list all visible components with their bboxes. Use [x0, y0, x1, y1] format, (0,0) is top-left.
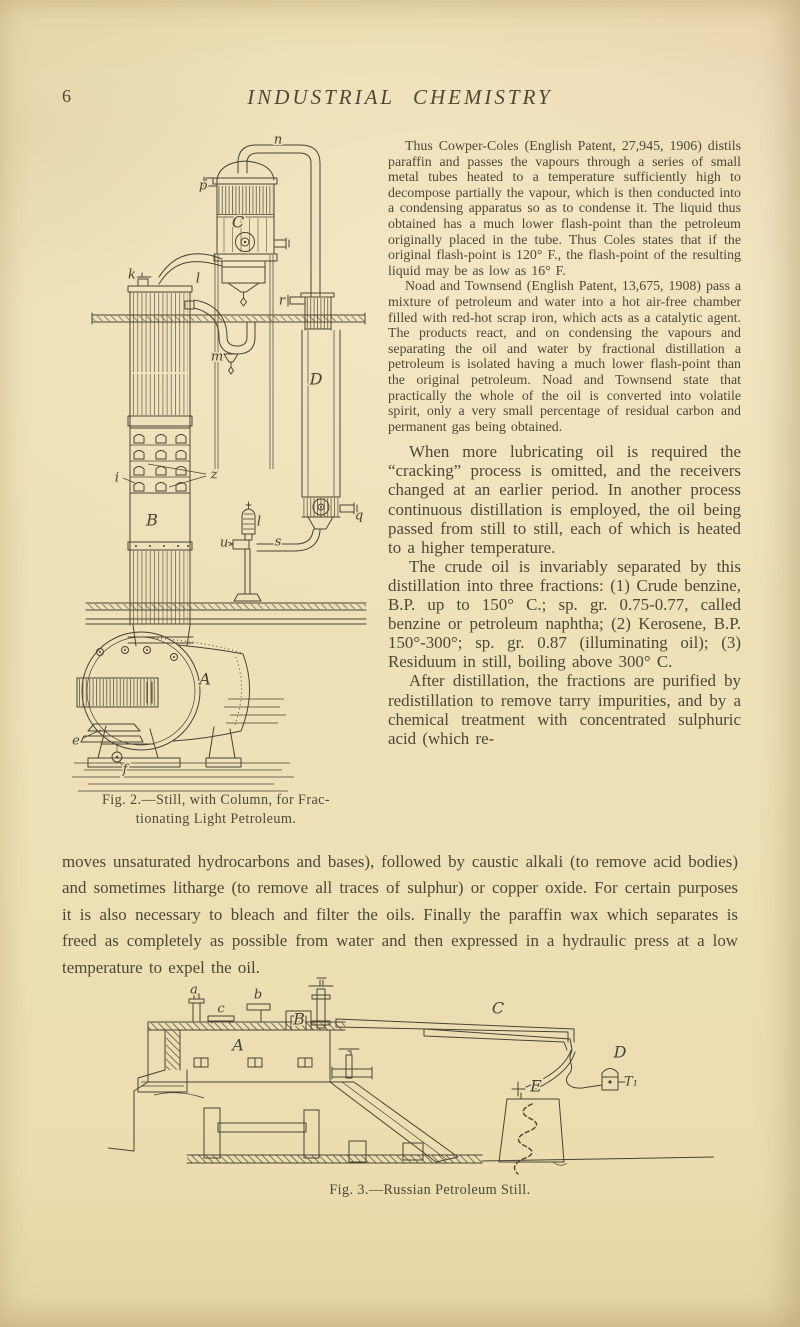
body-text-column: Thus Cowper-Coles (English Patent, 27,94… [388, 139, 741, 748]
figure-part-label: l [257, 515, 261, 530]
figure-part-label: D [613, 1043, 627, 1062]
figure-part-label: T₁ [624, 1075, 638, 1090]
fig2-s-pipe [257, 529, 320, 551]
fig2-condenser [204, 161, 289, 261]
fig3-condenser-box-e [499, 1099, 567, 1174]
figure2-caption: Fig. 2.—Still, with Column, for Frac- ti… [60, 791, 372, 829]
figure-part-label: f [122, 763, 130, 778]
figure-part-label: c [217, 1002, 225, 1017]
figure-part-label: s [275, 535, 282, 550]
fig2-column-k [128, 273, 194, 373]
figure-part-label: C [492, 999, 504, 1018]
fig3-furnace-interior [108, 1082, 714, 1163]
fig2-u-pipe-m [194, 300, 255, 374]
figure-part-label: e [72, 734, 80, 749]
figure-part-label: b [254, 988, 262, 1003]
page-header-title: INDUSTRIAL CHEMISTRY [247, 85, 553, 109]
fig2-lamp [225, 502, 261, 601]
fig2-swan-neck-pipe [159, 254, 222, 284]
fig2-still-a [72, 632, 294, 791]
figure3-illustration: a c bB A C D E T₁ [108, 965, 714, 1177]
figure-part-label: B [145, 511, 158, 530]
paragraph-purification: After distillation, the fractions are pu… [388, 671, 741, 748]
figure-part-label: i [115, 471, 119, 486]
fig3-device-d [567, 1051, 625, 1090]
fig2-floor-lines [86, 603, 366, 624]
figure-part-label: m [211, 350, 223, 365]
figure-part-label: C [232, 213, 244, 232]
paragraph-fractions: The crude oil is invariably separated by… [388, 556, 741, 672]
fig3-right-valve [332, 1049, 372, 1079]
figure-part-label: l [196, 272, 200, 287]
fig2-pipe-d [301, 293, 357, 529]
figure-part-label: D [309, 370, 323, 389]
figure-part-label: k [128, 268, 136, 283]
figure2-caption-line1: Fig. 2.—Still, with Column, for Frac- [101, 792, 330, 808]
body-text-fullwidth: moves unsaturated hydrocarbons and bases… [62, 852, 738, 977]
fig2-receiver [222, 261, 265, 306]
fig2-leader-lines [123, 464, 206, 487]
figure3-caption: Fig. 3.—Russian Petroleum Still. [329, 1182, 531, 1198]
figure-part-label: z [210, 468, 218, 483]
fig3-top-fittings [189, 978, 333, 1029]
figure-part-label: a [190, 983, 198, 998]
figure2-illustration: n pCk l r mDq i zBl u sAe f [71, 133, 376, 795]
figure-part-label: B [292, 1010, 305, 1029]
fig3-platform [148, 1022, 345, 1030]
fig2-arch-pipe [238, 145, 320, 296]
figure-part-label: A [230, 1036, 244, 1055]
figure-part-label: q [355, 509, 363, 524]
figure-labels: a c bB A C D E T₁ [189, 981, 640, 1097]
figure2-caption-line2: tionating Light Petroleum. [135, 811, 297, 827]
figure-part-label: A [197, 670, 211, 689]
figure-part-label: u [220, 536, 228, 551]
fig3-vapour-pipe-c [336, 1019, 574, 1050]
figure-part-label: E [529, 1077, 542, 1096]
figure-part-label: n [274, 133, 282, 148]
fig2-column-b [128, 373, 193, 646]
paragraph-noad-townsend: Noad and Townsend (English Patent, 13,67… [388, 279, 742, 435]
paragraph-cracking: When more lubricating oil is required th… [388, 442, 741, 557]
fig3-curved-pipe [512, 1050, 575, 1099]
paragraph-cowper-coles: Thus Cowper-Coles (English Patent, 27,94… [388, 139, 741, 279]
page-number: 6 [62, 86, 71, 106]
fig2-support-frame [92, 255, 365, 469]
figure-part-label: r [279, 294, 286, 309]
figure-part-label: p [199, 179, 208, 194]
